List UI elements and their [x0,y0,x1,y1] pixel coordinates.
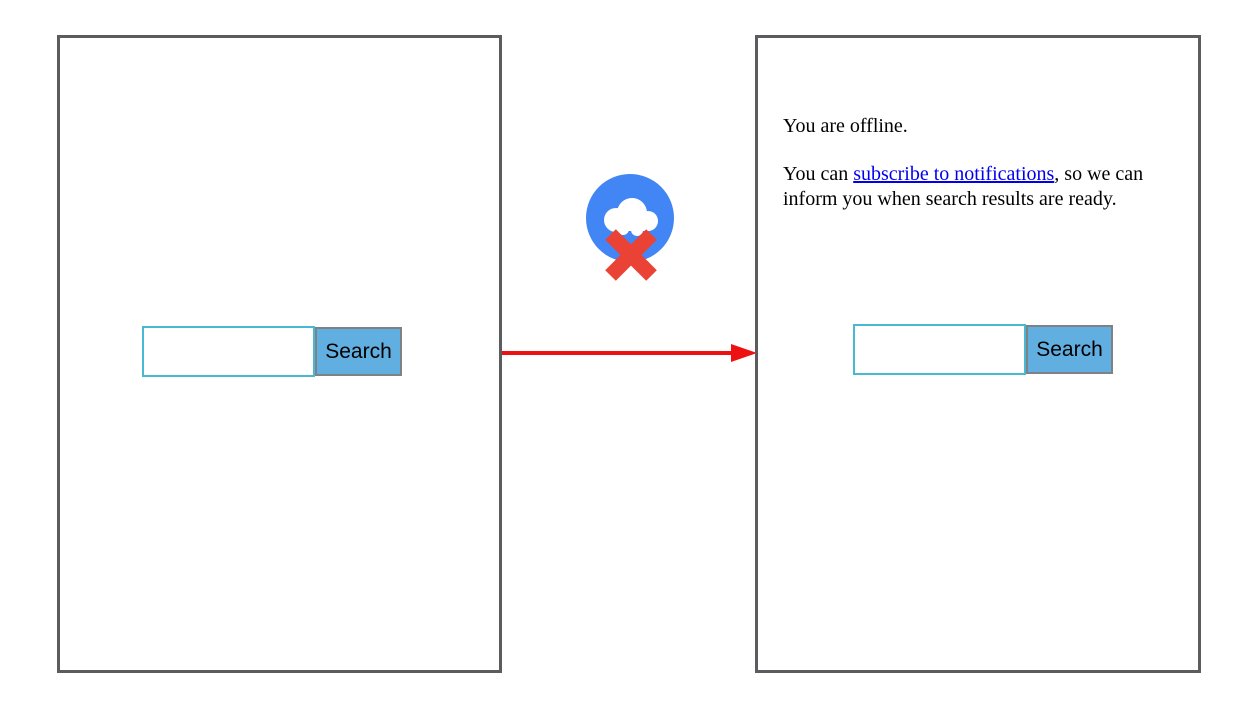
notification-text: You can subscribe to notifications, so w… [783,162,1181,212]
search-button[interactable]: Search [315,327,402,376]
subscribe-to-notifications-link[interactable]: subscribe to notifications [853,163,1055,185]
red-right-arrow-icon [502,344,757,362]
search-widget: Search [142,326,402,377]
offline-status-text: You are offline. [783,115,908,137]
online-page-frame: Search [57,35,502,673]
offline-cloud-x-icon [586,174,674,281]
search-button[interactable]: Search [1026,325,1113,374]
search-input[interactable] [853,324,1026,375]
search-widget: Search [853,324,1113,375]
offline-page-frame: You are offline. You can subscribe to no… [755,35,1201,673]
search-input[interactable] [142,326,315,377]
notification-text-suffix: , so we can inform you when search resul… [783,163,1144,210]
notification-text-prefix: You can [783,163,854,185]
offline-message-block: You are offline. You can subscribe to no… [783,114,1181,212]
